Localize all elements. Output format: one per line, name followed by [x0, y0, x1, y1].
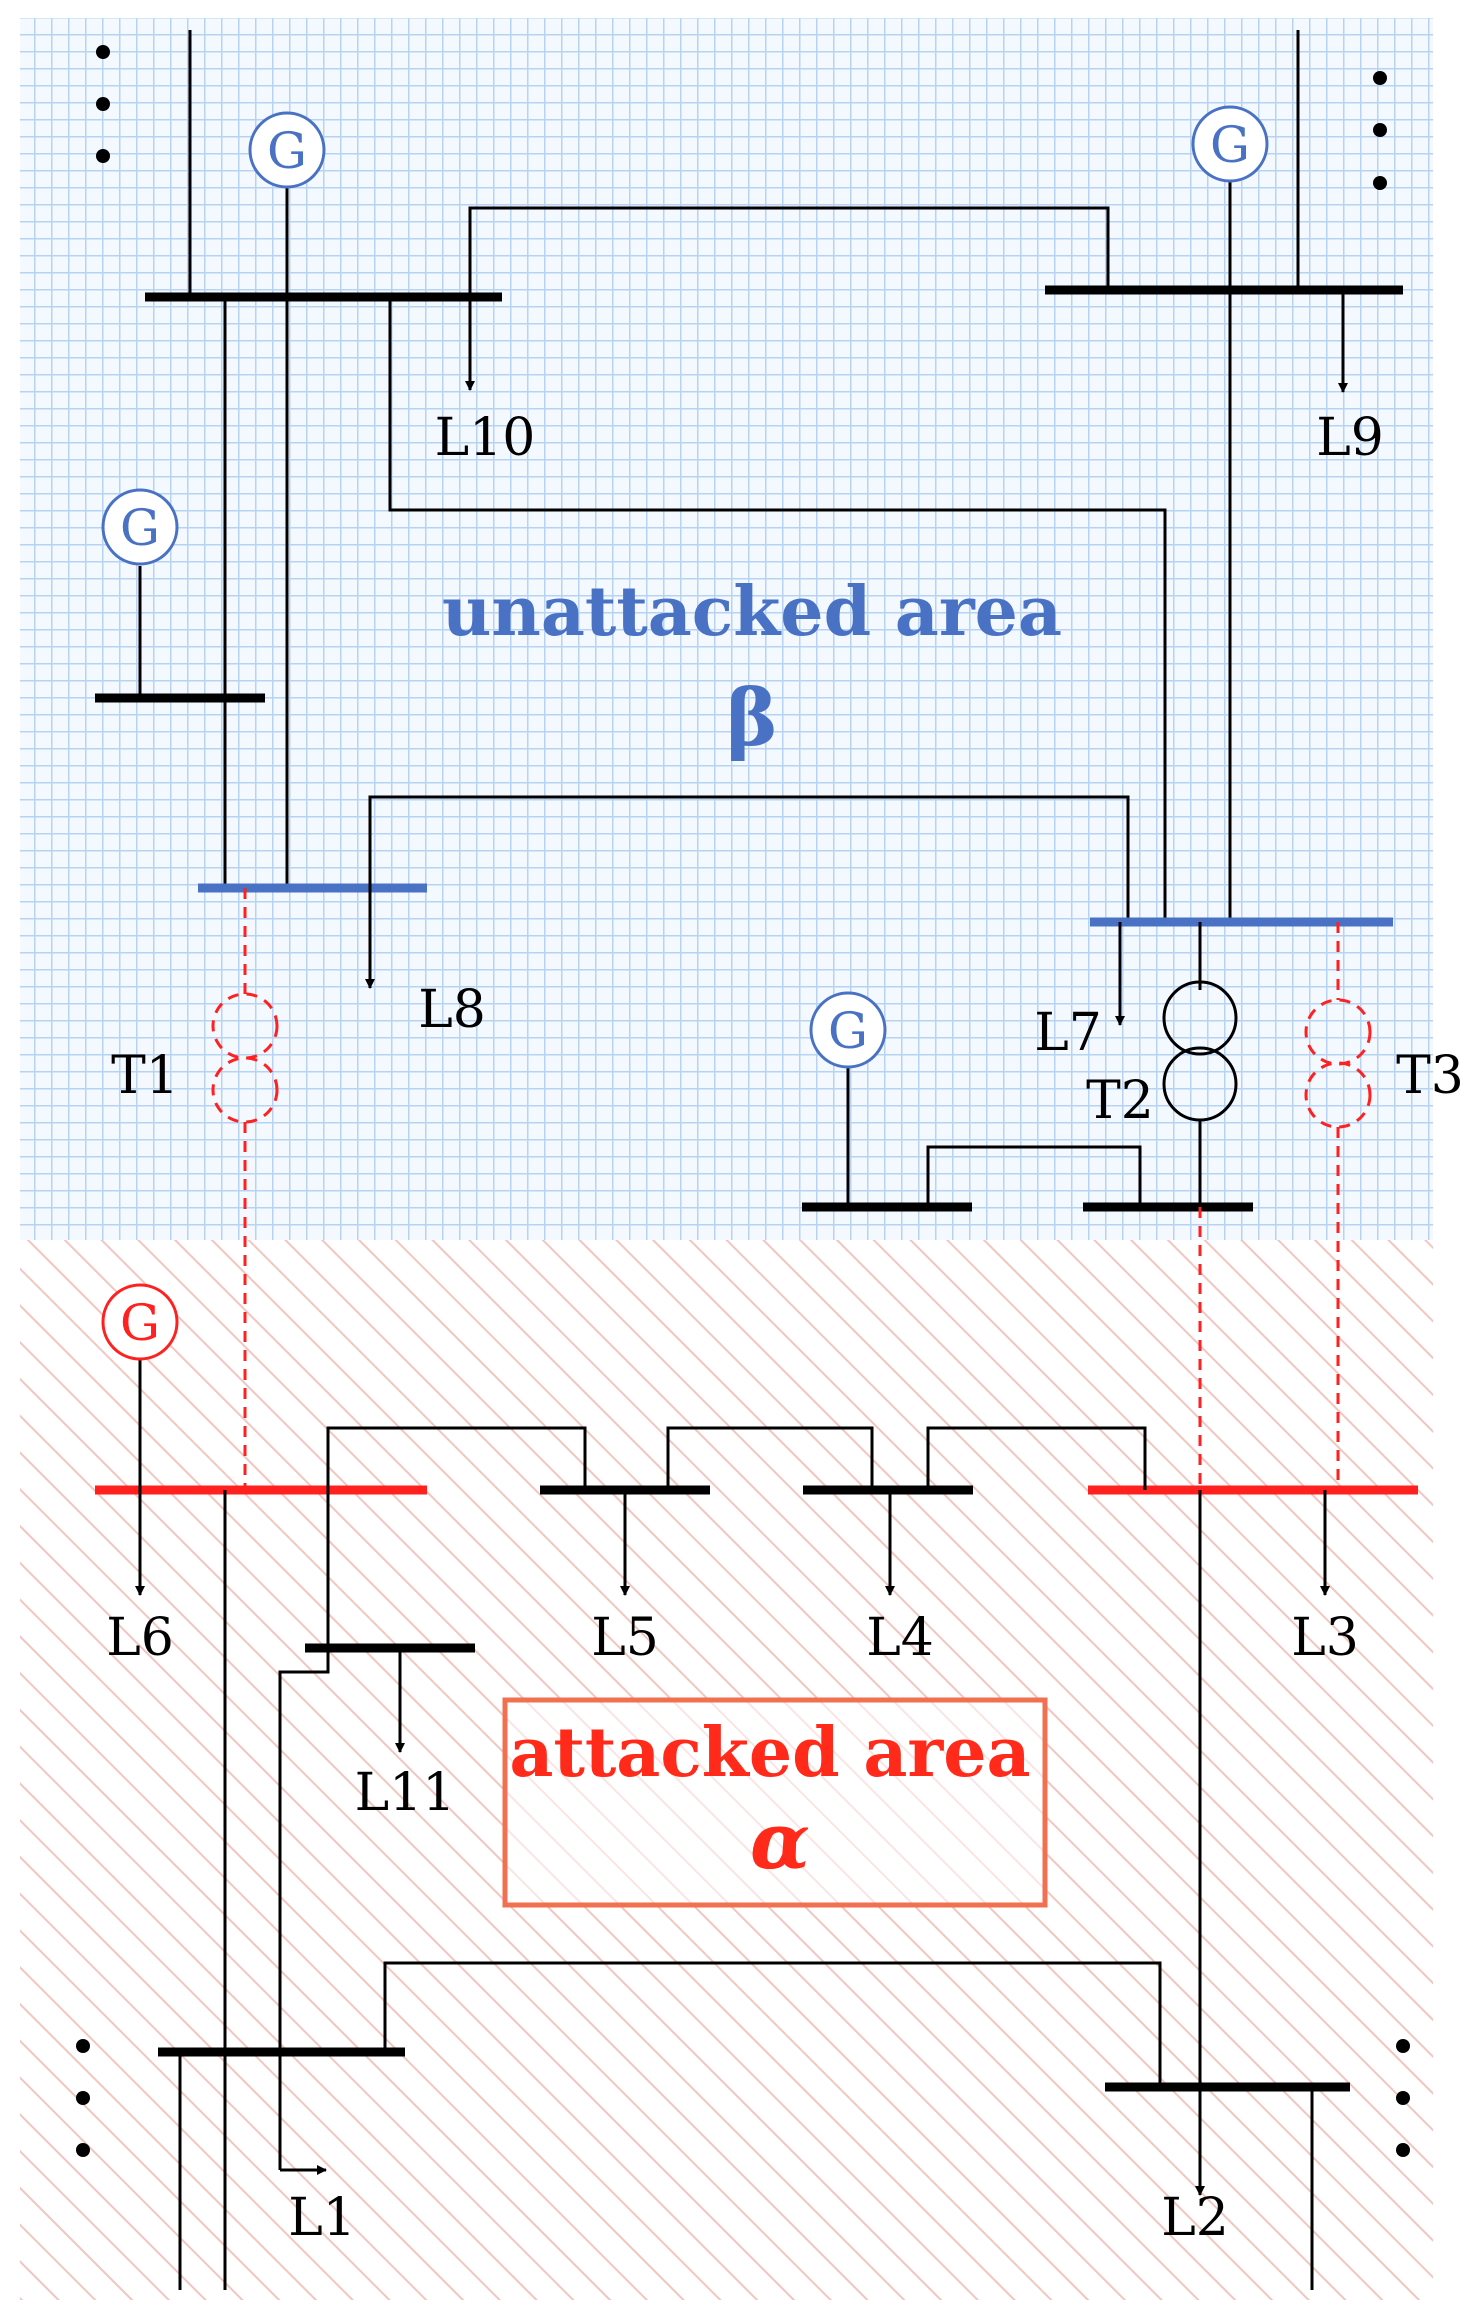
attacked-area-symbol: α [750, 1796, 810, 1887]
generator-top-left: G [248, 111, 326, 189]
transformer-t1 [211, 888, 279, 1490]
generator-label: G [120, 1294, 160, 1352]
line-l5bus-to-l4bus [666, 1426, 874, 1490]
line-top-left-to-top-right [468, 206, 1110, 297]
unattacked-area-title: unattacked area [442, 572, 1062, 652]
line-genbus-to-t2bus [926, 1145, 1142, 1207]
load-label-l11: L11 [355, 1763, 456, 1823]
generator-label: G [267, 122, 307, 180]
load-label-l4: L4 [866, 1608, 934, 1668]
load-label-l9: L9 [1316, 408, 1384, 468]
line-l6bus-to-l5bus [326, 1426, 587, 1490]
transformer-t3 [1304, 922, 1372, 1490]
transformer-label-t3: T3 [1396, 1046, 1464, 1106]
attacked-area-title: attacked area [509, 1713, 1030, 1793]
unattacked-area-background [20, 18, 1433, 1240]
load-label-l7: L7 [1034, 1003, 1102, 1063]
load-label-l1: L1 [288, 2188, 356, 2248]
line-l11bus-to-l1 [278, 1648, 330, 2170]
load-label-l3: L3 [1291, 1608, 1359, 1668]
load-label-l6: L6 [106, 1608, 174, 1668]
attacked-network [95, 1358, 1418, 2290]
line-top-left-to-l7bus [388, 297, 1167, 922]
load-label-l8: L8 [418, 980, 486, 1040]
generator-bottom-center: G [809, 991, 887, 1069]
line-bottom-left-to-bottom-right [383, 1961, 1162, 2087]
generator-label: G [120, 499, 160, 557]
load-label-l2: L2 [1161, 2188, 1229, 2248]
transformer-label-t1: T1 [111, 1046, 179, 1106]
line-l4bus-to-l3bus [926, 1426, 1147, 1490]
continuation-dots-top-left [96, 45, 110, 163]
load-label-l10: L10 [435, 408, 536, 468]
continuation-dots-bottom-left [76, 2039, 90, 2157]
unattacked-network [95, 30, 1403, 1212]
attacked-area-frame [502, 1697, 1048, 1908]
generator-top-right: G [1191, 105, 1269, 183]
unattacked-area-symbol: β [726, 673, 778, 764]
generator-label: G [828, 1002, 868, 1060]
generator-label: G [1210, 116, 1250, 174]
transformer-t2-primary [1162, 980, 1238, 1056]
transformer-label-t2: T2 [1086, 1071, 1154, 1131]
continuation-dots-bottom-right [1396, 2039, 1410, 2157]
load-label-l5: L5 [591, 1608, 659, 1668]
line-l8bus-to-l7bus [368, 795, 1130, 922]
generator-mid-left: G [101, 488, 179, 566]
generator-attacked: G [101, 1283, 179, 1361]
continuation-dots-top-right [1373, 71, 1387, 190]
